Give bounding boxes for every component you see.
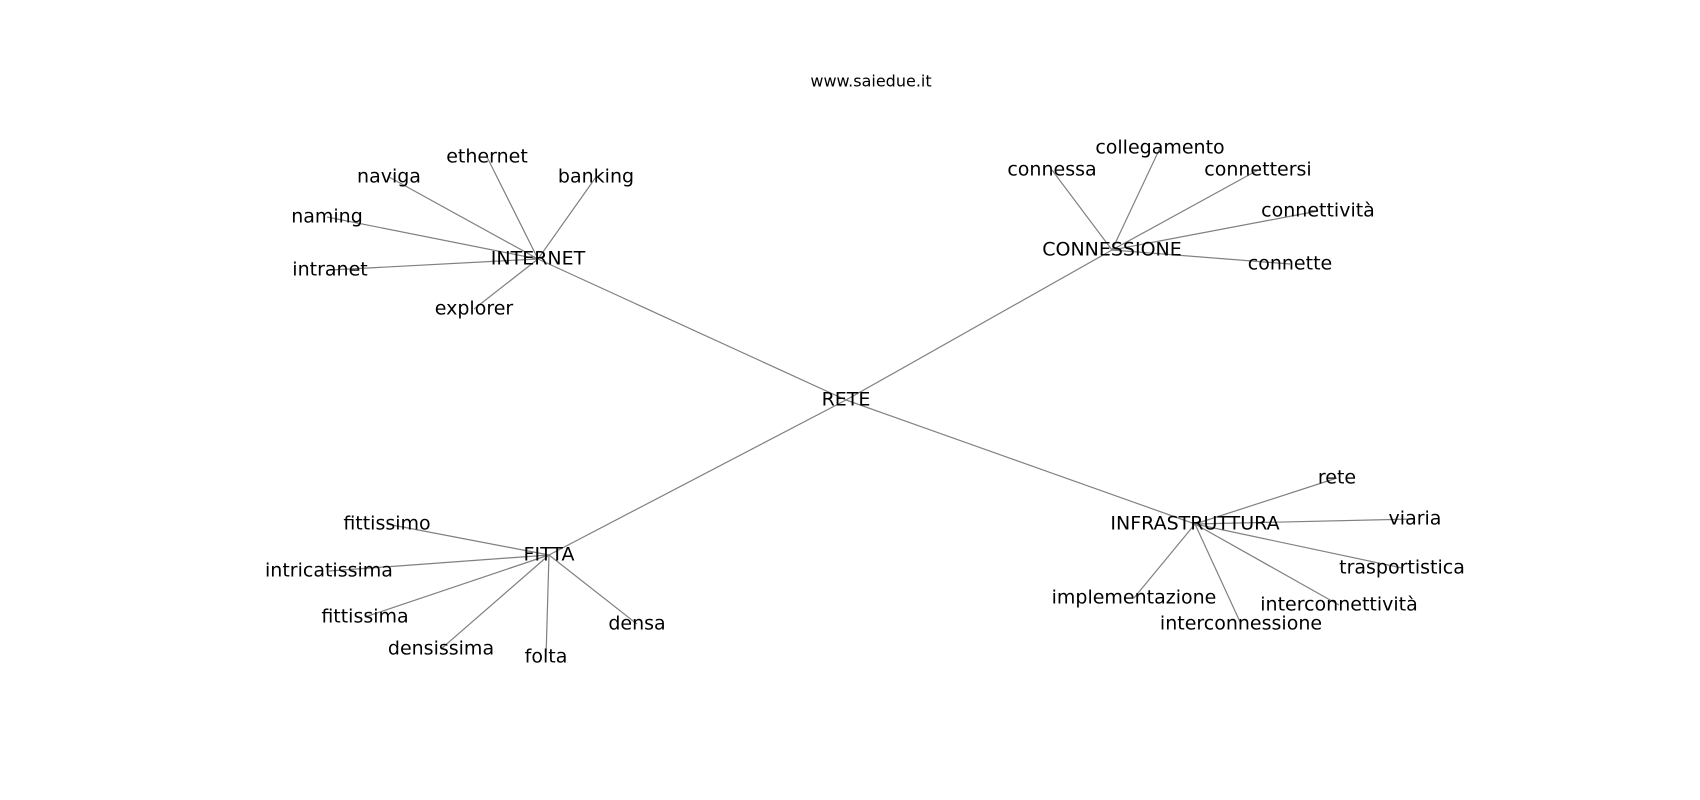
edge-center-fitta [548,399,847,556]
leaf-node-rete: rete [1318,467,1356,489]
edge-infrastruttura-implementazione [1133,523,1196,599]
leaf-node-viaria: viaria [1389,508,1442,530]
edge-fitta-densa [548,554,638,625]
leaf-node-connettersi: connettersi [1204,159,1311,181]
edge-connessione-connessa [1051,169,1113,251]
leaf-node-trasportistica: trasportistica [1339,557,1465,579]
leaf-node-fittissimo: fittissimo [343,513,430,535]
hub-node-infrastruttura: INFRASTRUTTURA [1110,513,1279,535]
edge-connessione-collegamento [1111,147,1161,251]
edge-internet-explorer [473,258,539,310]
edge-infrastruttura-trasportistica [1194,523,1403,569]
leaf-node-banking: banking [558,166,634,188]
leaf-node-naviga: naviga [357,166,421,188]
edge-fitta-densissima [440,554,550,650]
site-watermark: www.saiedue.it [810,72,931,91]
edge-infrastruttura-interconnessione [1194,523,1242,625]
hub-node-internet: INTERNET [491,248,586,270]
edge-internet-ethernet [486,156,539,260]
edge-fitta-fittissimo [386,523,550,556]
leaf-node-connette: connette [1248,253,1332,275]
edge-center-infrastruttura [845,399,1196,525]
leaf-node-folta: folta [525,646,568,668]
edge-fitta-folta [545,554,550,658]
leaf-node-naming: naming [291,206,363,228]
edge-internet-naming [326,216,539,260]
edge-connessione-connettersi [1111,169,1259,251]
center-node-label: RETE [822,389,871,411]
hub-node-fitta: FITTA [524,544,575,566]
edges-layer [326,147,1416,658]
edge-fitta-fittissima [364,554,550,618]
edge-center-internet [537,258,847,401]
edge-fitta-intricatissima [328,554,550,572]
leaf-node-connessa: connessa [1007,159,1096,181]
leaf-node-interconnettivita: interconnettività [1260,594,1418,616]
leaf-node-densissima: densissima [388,638,494,660]
edge-internet-banking [537,176,597,260]
edge-infrastruttura-interconnettivita [1194,523,1340,606]
leaf-node-intricatissima: intricatissima [265,560,393,582]
leaf-node-interconnessione: interconnessione [1160,613,1322,635]
hub-node-connessione: CONNESSIONE [1042,239,1182,261]
edge-infrastruttura-rete [1194,477,1338,525]
leaf-node-intranet: intranet [292,259,367,281]
labels-layer: www.saiedue.it RETE INTERNET banking ethern… [265,72,1465,668]
leaf-node-connettivita: connettività [1261,200,1375,222]
edge-connessione-connettivita [1111,210,1319,251]
leaf-node-densa: densa [608,613,665,635]
edge-connessione-connette [1111,249,1291,265]
leaf-node-fittissima: fittissima [321,606,408,628]
leaf-node-ethernet: ethernet [446,146,528,168]
edge-infrastruttura-viaria [1194,518,1416,525]
leaf-node-explorer: explorer [435,298,514,320]
edge-internet-intranet [329,258,539,271]
leaf-node-implementazione: implementazione [1052,587,1217,609]
leaf-node-collegamento: collegamento [1095,137,1224,159]
edge-center-connessione [845,249,1113,401]
edge-internet-naviga [388,176,539,260]
